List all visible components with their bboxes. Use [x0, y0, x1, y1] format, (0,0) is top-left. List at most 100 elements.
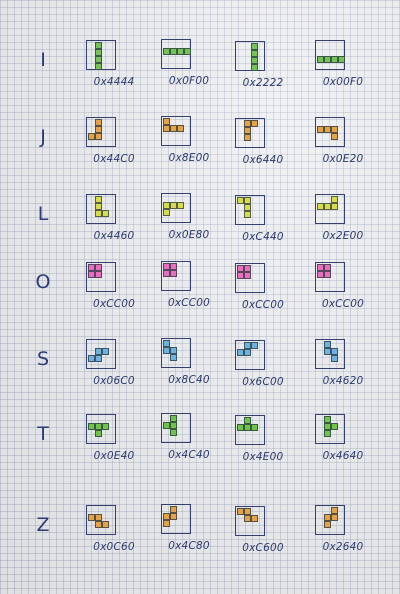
rotation-cell: 0x4640	[307, 414, 381, 490]
rotation-cell: 0x4E00	[227, 415, 301, 491]
rotation-cell: 0x0E80	[153, 193, 227, 269]
hex-code-label: 0x4444	[93, 76, 135, 88]
tetromino-block	[95, 264, 102, 271]
rotation-cell: 0x06C0	[78, 339, 152, 415]
hex-code-label: 0xCC00	[241, 299, 285, 311]
tetromino-block	[88, 355, 95, 362]
piece-grid-box	[315, 339, 345, 369]
tetromino-block	[324, 348, 331, 355]
tetromino-block	[177, 48, 184, 55]
tetromino-block	[163, 340, 170, 347]
tetromino-block	[251, 50, 258, 57]
tetromino-block	[95, 514, 102, 521]
tetromino-block	[251, 424, 258, 431]
tetromino-block	[251, 64, 258, 71]
piece-grid-box	[315, 40, 345, 70]
piece-grid-box	[161, 338, 191, 368]
hex-code-label: 0x0E20	[322, 153, 364, 165]
tetromino-block	[163, 125, 170, 132]
piece-label: J	[40, 126, 46, 148]
piece-grid-box	[235, 41, 265, 71]
tetromino-block	[244, 349, 251, 356]
rotation-cell: 0x8E00	[153, 116, 227, 192]
tetromino-block	[88, 271, 95, 278]
rotation-cell: 0x2222	[227, 41, 301, 117]
tetromino-block	[331, 423, 338, 430]
tetromino-block	[177, 125, 184, 132]
piece-grid-box	[86, 414, 116, 444]
tetromino-block	[244, 342, 251, 349]
tetromino-block	[163, 422, 170, 429]
tetromino-block	[244, 211, 251, 218]
tetromino-block	[237, 349, 244, 356]
tetromino-block	[102, 348, 109, 355]
tetromino-block	[324, 203, 331, 210]
hex-code-label: 0x4460	[93, 230, 135, 242]
tetromino-block	[88, 514, 95, 521]
tetromino-block	[170, 263, 177, 270]
tetromino-block	[170, 415, 177, 422]
rotation-cell: 0x4444	[78, 40, 152, 116]
piece-label: O	[35, 271, 51, 293]
tetromino-block	[338, 56, 345, 63]
tetromino-block	[317, 271, 324, 278]
hex-code-label: 0xCC00	[167, 297, 211, 309]
tetromino-block	[244, 508, 251, 515]
piece-grid-box	[86, 194, 116, 224]
tetromino-block	[251, 342, 258, 349]
tetromino-block	[324, 416, 331, 423]
rotation-cell: 0x0E20	[307, 117, 381, 193]
rotation-cell: 0x6440	[227, 118, 301, 194]
piece-grid-box	[161, 504, 191, 534]
tetromino-block	[324, 126, 331, 133]
rotation-cell: 0x0C60	[78, 505, 152, 581]
piece-grid-box	[235, 506, 265, 536]
tetromino-block	[244, 204, 251, 211]
rotation-cell: 0x0E40	[78, 414, 152, 490]
tetromino-block	[237, 197, 244, 204]
tetromino-block	[95, 133, 102, 140]
piece-grid-box	[315, 262, 345, 292]
rotation-cell: 0x0F00	[153, 39, 227, 115]
tetromino-block	[95, 203, 102, 210]
tetromino-block	[331, 355, 338, 362]
tetromino-block	[170, 354, 177, 361]
piece-grid-box	[161, 39, 191, 69]
tetromino-block	[163, 118, 170, 125]
piece-grid-box	[315, 414, 345, 444]
hex-code-label: 0x4E00	[242, 451, 284, 463]
tetromino-block	[95, 355, 102, 362]
rotation-cell: 0x6C00	[227, 340, 301, 416]
tetromino-block	[244, 134, 251, 141]
tetromino-block	[163, 202, 170, 209]
rotation-cell: 0x00F0	[307, 40, 381, 116]
rotation-cell: 0xCC00	[153, 261, 227, 337]
piece-grid-box	[161, 413, 191, 443]
tetromino-block	[170, 429, 177, 436]
hex-code-label: 0x6440	[242, 154, 284, 166]
hex-code-label: 0x4C80	[168, 540, 210, 552]
hex-code-label: 0x0E80	[168, 229, 210, 241]
tetromino-block	[163, 209, 170, 216]
hex-code-label: 0x2222	[242, 77, 284, 89]
tetromino-block	[95, 348, 102, 355]
tetromino-block	[331, 514, 338, 521]
hex-code-label: 0x4C40	[168, 449, 210, 461]
piece-grid-box	[315, 194, 345, 224]
piece-grid-box	[235, 340, 265, 370]
piece-label: Z	[36, 514, 50, 536]
tetromino-block	[244, 127, 251, 134]
tetromino-block	[244, 120, 251, 127]
tetromino-block	[237, 508, 244, 515]
rotation-cell: 0x2640	[307, 505, 381, 581]
piece-grid-box	[161, 261, 191, 291]
hex-code-label: 0x4640	[322, 450, 364, 462]
tetromino-block	[237, 265, 244, 272]
tetromino-block	[163, 520, 170, 527]
tetromino-block	[95, 210, 102, 217]
tetromino-block	[170, 422, 177, 429]
rotation-cell: 0xC440	[227, 195, 301, 271]
tetromino-block	[331, 56, 338, 63]
